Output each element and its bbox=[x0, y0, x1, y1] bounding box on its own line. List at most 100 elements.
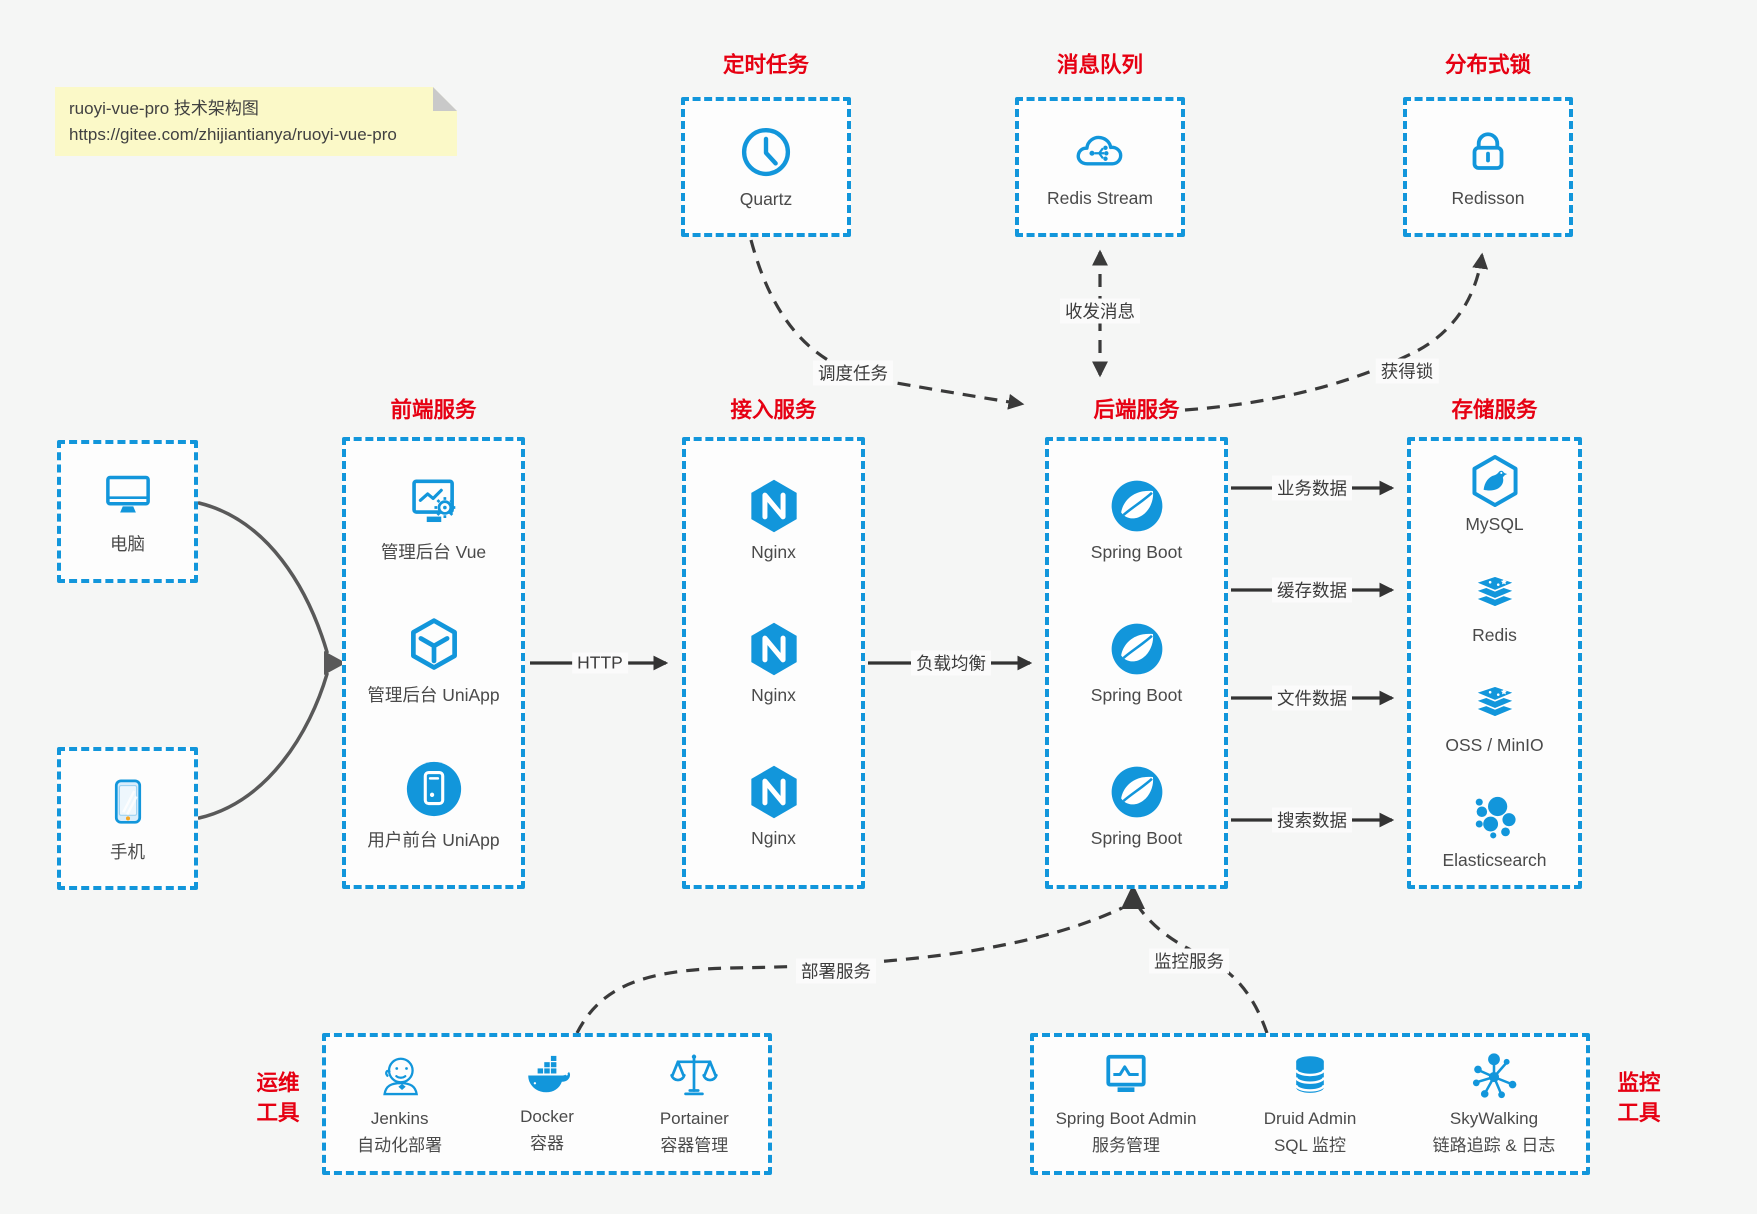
tool-desc: 自动化部署 bbox=[357, 1136, 443, 1155]
edge-computer-frontend bbox=[197, 501, 329, 654]
node-label: 用户前台 UniApp bbox=[367, 829, 500, 850]
quartz-box: Quartz bbox=[681, 97, 851, 237]
edge-label-file-data: 文件数据 bbox=[1272, 685, 1352, 711]
redis-stream-box: Redis Stream bbox=[1015, 97, 1185, 237]
sticky-note: ruoyi-vue-pro 技术架构图 https://gitee.com/zh… bbox=[55, 87, 457, 156]
edge-label-send-receive-message: 收发消息 bbox=[1060, 298, 1140, 324]
node-mysql: MySQL bbox=[1411, 453, 1578, 535]
title-ops-tools: 运维 工具 bbox=[246, 1068, 310, 1128]
node-label: Redis Stream bbox=[1046, 188, 1153, 208]
node-label: Redisson bbox=[1451, 188, 1525, 208]
uniapp-cube-icon bbox=[410, 618, 457, 670]
spring-boot-icon bbox=[1111, 623, 1162, 675]
redis-icon bbox=[1474, 574, 1515, 608]
node-skywalking: SkyWalking 链路追踪 & 日志 bbox=[1402, 1050, 1586, 1158]
tool-desc: 服务管理 bbox=[1092, 1136, 1160, 1155]
node-redis: Redis bbox=[1411, 568, 1578, 646]
node-label: Redis bbox=[1472, 624, 1517, 645]
tool-name: SkyWalking bbox=[1449, 1109, 1539, 1129]
title-ops-line2: 工具 bbox=[256, 1101, 300, 1126]
tool-name: Druid Admin bbox=[1263, 1109, 1357, 1129]
nginx-icon bbox=[750, 480, 797, 533]
edge-label-deploy-service: 部署服务 bbox=[796, 958, 876, 984]
node-docker: Docker 容器 bbox=[473, 1052, 620, 1156]
backend-fork-arrowhead bbox=[1121, 884, 1145, 909]
node-label: Spring Boot bbox=[1090, 684, 1183, 705]
node-label: Nginx bbox=[751, 542, 796, 563]
title-frontend: 前端服务 bbox=[390, 398, 477, 422]
node-label: Spring Boot bbox=[1090, 542, 1183, 563]
node-nginx-3: Nginx bbox=[686, 763, 861, 849]
node-admin-vue: 管理后台 Vue bbox=[346, 474, 521, 564]
title-backend: 后端服务 bbox=[1093, 398, 1180, 422]
cloud-stream-icon bbox=[1076, 135, 1123, 166]
node-label: MySQL bbox=[1465, 514, 1524, 534]
node-portainer: Portainer 容器管理 bbox=[621, 1050, 768, 1158]
edge-acquire-lock bbox=[1184, 252, 1489, 412]
node-label: 电脑 bbox=[110, 534, 145, 554]
edge-label-business-data: 业务数据 bbox=[1272, 475, 1352, 501]
oss-minio-icon bbox=[1474, 685, 1515, 719]
edge-label-search-data: 搜索数据 bbox=[1272, 807, 1352, 833]
tool-name: Docker bbox=[520, 1107, 574, 1127]
jenkins-icon bbox=[382, 1057, 418, 1096]
edge-deploy-service bbox=[575, 906, 1123, 1034]
tool-name: Portainer bbox=[659, 1109, 729, 1129]
tool-desc: 链路追踪 & 日志 bbox=[1432, 1136, 1556, 1155]
title-gateway: 接入服务 bbox=[730, 398, 817, 422]
node-label: Nginx bbox=[751, 827, 796, 848]
title-monitoring-line2: 工具 bbox=[1617, 1101, 1661, 1126]
title-monitoring-line1: 监控 bbox=[1617, 1071, 1661, 1095]
node-oss-minio: OSS / MinIO bbox=[1411, 678, 1578, 756]
skywalking-icon bbox=[1472, 1053, 1517, 1099]
node-label: Quartz bbox=[739, 189, 793, 209]
ops-tools-box: Jenkins 自动化部署 Docker 容器 bbox=[322, 1033, 772, 1175]
tool-desc: 容器管理 bbox=[660, 1136, 729, 1155]
node-label: 手机 bbox=[110, 842, 145, 862]
mysql-icon bbox=[1471, 454, 1518, 508]
title-scheduled-task: 定时任务 bbox=[722, 53, 809, 77]
lock-icon bbox=[1472, 132, 1504, 170]
edge-phone-frontend bbox=[197, 672, 329, 820]
user-app-icon bbox=[406, 761, 461, 816]
desktop-icon bbox=[105, 475, 150, 513]
edge-label-acquire-lock: 获得锁 bbox=[1375, 358, 1439, 384]
node-spring-boot-admin: Spring Boot Admin 服务管理 bbox=[1034, 1050, 1218, 1158]
title-distributed-lock: 分布式锁 bbox=[1444, 53, 1531, 77]
node-label: 管理后台 Vue bbox=[380, 542, 487, 563]
node-spring-boot-2: Spring Boot bbox=[1049, 620, 1224, 706]
tool-name: Spring Boot Admin bbox=[1055, 1109, 1197, 1129]
node-label: Spring Boot bbox=[1090, 827, 1183, 848]
title-monitoring-tools: 监控 工具 bbox=[1606, 1068, 1672, 1128]
docker-icon bbox=[528, 1055, 571, 1093]
computer-box: 电脑 bbox=[57, 440, 198, 583]
druid-icon bbox=[1294, 1056, 1326, 1093]
redisson-box: Redisson bbox=[1403, 97, 1573, 237]
storage-box: MySQL Redis bbox=[1407, 437, 1582, 889]
frontend-box: 管理后台 Vue 管理后台 UniApp 用户前台 UniApp bbox=[342, 437, 525, 889]
note-url: https://gitee.com/zhijiantianya/ruoyi-vu… bbox=[69, 124, 397, 144]
client-arrowhead bbox=[324, 651, 346, 675]
edge-label-monitor-service: 监控服务 bbox=[1149, 948, 1229, 974]
nginx-icon bbox=[750, 765, 797, 818]
node-label: Nginx bbox=[751, 684, 796, 705]
spring-boot-admin-icon bbox=[1106, 1054, 1146, 1093]
tool-desc: 容器 bbox=[529, 1134, 564, 1153]
note-title: ruoyi-vue-pro 技术架构图 bbox=[69, 99, 259, 118]
node-spring-boot-3: Spring Boot bbox=[1049, 763, 1224, 849]
node-label: 管理后台 UniApp bbox=[367, 684, 500, 705]
backend-box: Spring Boot Spring Boot Spring Boot bbox=[1045, 437, 1228, 889]
edge-label-load-balance: 负载均衡 bbox=[911, 650, 991, 676]
title-ops-line1: 运维 bbox=[256, 1071, 300, 1095]
elasticsearch-icon bbox=[1475, 796, 1516, 839]
phone-box: 手机 bbox=[57, 747, 198, 890]
node-druid-admin: Druid Admin SQL 监控 bbox=[1218, 1050, 1402, 1158]
phone-icon bbox=[114, 779, 141, 824]
admin-vue-icon bbox=[411, 479, 455, 523]
spring-boot-icon bbox=[1111, 480, 1162, 532]
node-label: Elasticsearch bbox=[1442, 849, 1547, 870]
title-message-queue: 消息队列 bbox=[1056, 53, 1143, 77]
nginx-icon bbox=[750, 622, 797, 676]
clock-icon bbox=[741, 127, 791, 177]
node-jenkins: Jenkins 自动化部署 bbox=[326, 1050, 473, 1158]
